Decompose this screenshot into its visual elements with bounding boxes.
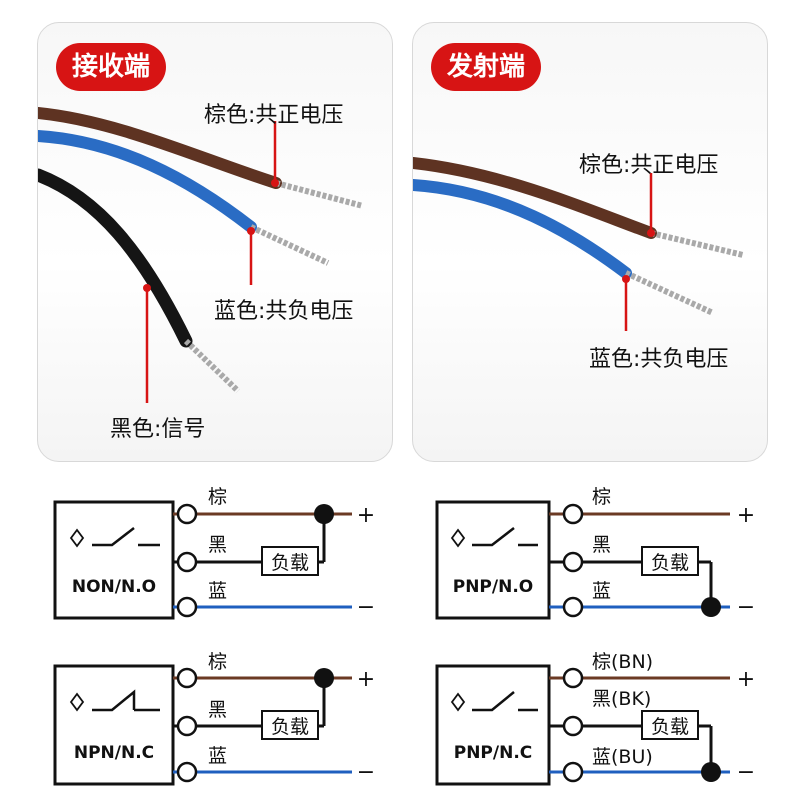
blue-wire [38, 130, 257, 233]
brown-wire [413, 157, 657, 239]
plus-sign: + [737, 503, 755, 528]
sensor-diamond-icon [69, 528, 85, 548]
junction-dot [314, 504, 334, 524]
diagram-pnp-no: PNP/N.O 负载 棕 黑 蓝 + − [435, 486, 755, 620]
brown-pointer-dot [271, 179, 279, 187]
receiver-brown-label: 棕色:共正电压 [204, 103, 344, 128]
wire-black-label: 黑 [208, 534, 227, 556]
mode-label: PNP/N.O [453, 577, 534, 597]
blue-pointer-dot [622, 275, 630, 283]
wire-black-label: 黑 [592, 534, 611, 556]
load-label: 负载 [271, 716, 309, 738]
diagram-non-no: NON/N.O 负载 棕 黑 蓝 + − [53, 486, 375, 620]
terminal [562, 715, 584, 737]
plus-sign: + [737, 667, 755, 692]
minus-sign: − [357, 760, 375, 785]
load-box [641, 710, 699, 740]
wire-brown-label: 棕 [208, 486, 227, 508]
mode-label: NON/N.O [72, 577, 156, 597]
wire-brown-label: 棕 [208, 651, 227, 673]
diagram-pnp-nc: PNP/N.C 负载 棕(BN) 黑(BK) 蓝(BU) + − [435, 651, 755, 786]
wire-black-label: 黑 [208, 699, 227, 721]
plus-sign: + [357, 667, 375, 692]
terminal [176, 503, 198, 525]
load-box [261, 546, 319, 576]
load-label: 负载 [651, 716, 689, 738]
transmitter-title-badge: 发射端 [431, 43, 542, 91]
sensor-box [53, 500, 175, 620]
wire-blue-label: 蓝(BU) [592, 746, 653, 768]
black-pointer-dot [143, 284, 151, 292]
brown-pointer-dot [647, 229, 655, 237]
load-label: 负载 [651, 552, 689, 574]
blue-wire-strands [249, 224, 330, 266]
switch-no-icon [472, 527, 538, 547]
receiver-title-badge: 接收端 [56, 43, 167, 91]
minus-sign: − [737, 760, 755, 785]
sensor-box [435, 664, 551, 786]
black-wire-strands [183, 338, 241, 394]
blue-wire-strands [624, 270, 715, 316]
terminal [562, 596, 584, 618]
load-box [261, 710, 319, 740]
wire-brown-label: 棕(BN) [592, 651, 653, 673]
transmitter-wires [413, 157, 744, 331]
transmitter-panel: 发射端 棕色:共正电压 蓝色:共负电压 [412, 22, 768, 462]
sensor-diamond-icon [450, 528, 466, 548]
diagram-npn-nc: NPN/N.C 负载 棕 黑 蓝 + − [53, 651, 375, 786]
load-box [641, 546, 699, 576]
wire-black-label: 黑(BK) [592, 688, 651, 710]
wire-blue-label: 蓝 [208, 745, 227, 767]
transmitter-brown-label: 棕色:共正电压 [579, 153, 719, 178]
receiver-blue-label: 蓝色:共负电压 [214, 299, 354, 324]
load-label: 负载 [271, 552, 309, 574]
blue-wire [413, 179, 632, 279]
receiver-black-label: 黑色:信号 [110, 417, 206, 442]
brown-wire-strands [275, 180, 364, 209]
terminal [176, 551, 198, 573]
receiver-wires [38, 107, 364, 403]
brown-wire [38, 107, 282, 189]
terminal [176, 596, 198, 618]
terminal [562, 551, 584, 573]
sensor-diamond-icon [69, 692, 85, 712]
minus-sign: − [357, 595, 375, 620]
sensor-diamond-icon [450, 692, 466, 712]
junction-dot [314, 668, 334, 688]
terminal [562, 761, 584, 783]
terminal [176, 761, 198, 783]
sensor-box [435, 500, 551, 620]
terminal [562, 667, 584, 689]
junction-dot [701, 597, 721, 617]
junction-dot [701, 762, 721, 782]
switch-nc-icon [472, 691, 538, 712]
switch-nc-icon [92, 689, 160, 712]
wire-blue-label: 蓝 [592, 580, 611, 602]
mode-label: PNP/N.C [454, 743, 533, 763]
terminal [562, 503, 584, 525]
mode-label: NPN/N.C [74, 743, 154, 763]
minus-sign: − [737, 595, 755, 620]
terminal [176, 667, 198, 689]
sensor-box [53, 664, 175, 786]
blue-pointer-dot [247, 227, 255, 235]
brown-wire-strands [650, 230, 744, 258]
terminal [176, 715, 198, 737]
transmitter-blue-label: 蓝色:共负电压 [589, 347, 729, 372]
wire-blue-label: 蓝 [208, 580, 227, 602]
wire-brown-label: 棕 [592, 486, 611, 508]
switch-no-icon [92, 527, 160, 547]
black-wire [38, 168, 193, 348]
plus-sign: + [357, 503, 375, 528]
receiver-panel: 接收端 棕色:共正电压 蓝色:共负电压 黑色:信号 [37, 22, 393, 462]
